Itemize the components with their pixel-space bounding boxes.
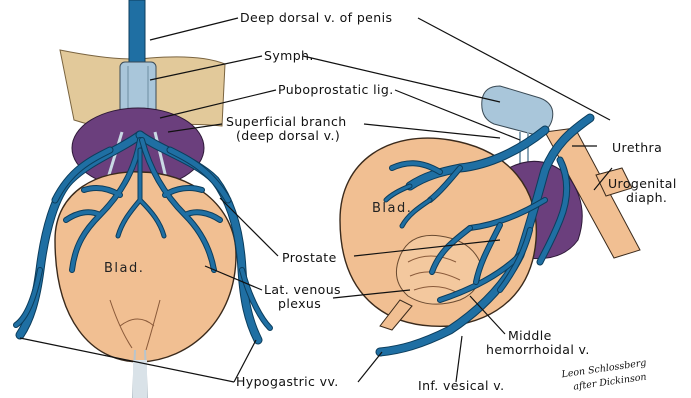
label-middle-hem-1: Middle [508,328,552,343]
bladder-left [55,172,236,362]
label-lat-venous-1: Lat. venous [264,282,341,297]
label-urogenital-1: Urogenital [608,176,677,191]
label-symph: Symph. [264,48,314,63]
label-lat-venous-2: plexus [278,296,321,311]
label-urogenital-2: diaph. [626,190,667,205]
label-prostate: Prostate [282,250,337,265]
bladder-label-left: Blad. [104,261,144,276]
label-superficial-1: Superficial branch [226,114,347,129]
artist-signature: Leon Schlossberg after Dickinson [560,357,649,394]
bladder-label-right: Blad. [372,201,412,216]
label-inf-vesical: Inf. vesical v. [418,378,505,393]
label-puboprostatic: Puboprostatic lig. [278,82,394,97]
label-middle-hem-2: hemorrhoidal v. [486,342,590,357]
label-hypogastric: Hypogastric vv. [236,374,339,389]
anterior-view: Blad. [16,0,270,398]
label-urethra: Urethra [612,140,662,155]
deep-dorsal-vein-left [129,0,145,70]
label-superficial-2: (deep dorsal v.) [236,128,340,143]
label-deep-dorsal: Deep dorsal v. of penis [240,10,392,25]
